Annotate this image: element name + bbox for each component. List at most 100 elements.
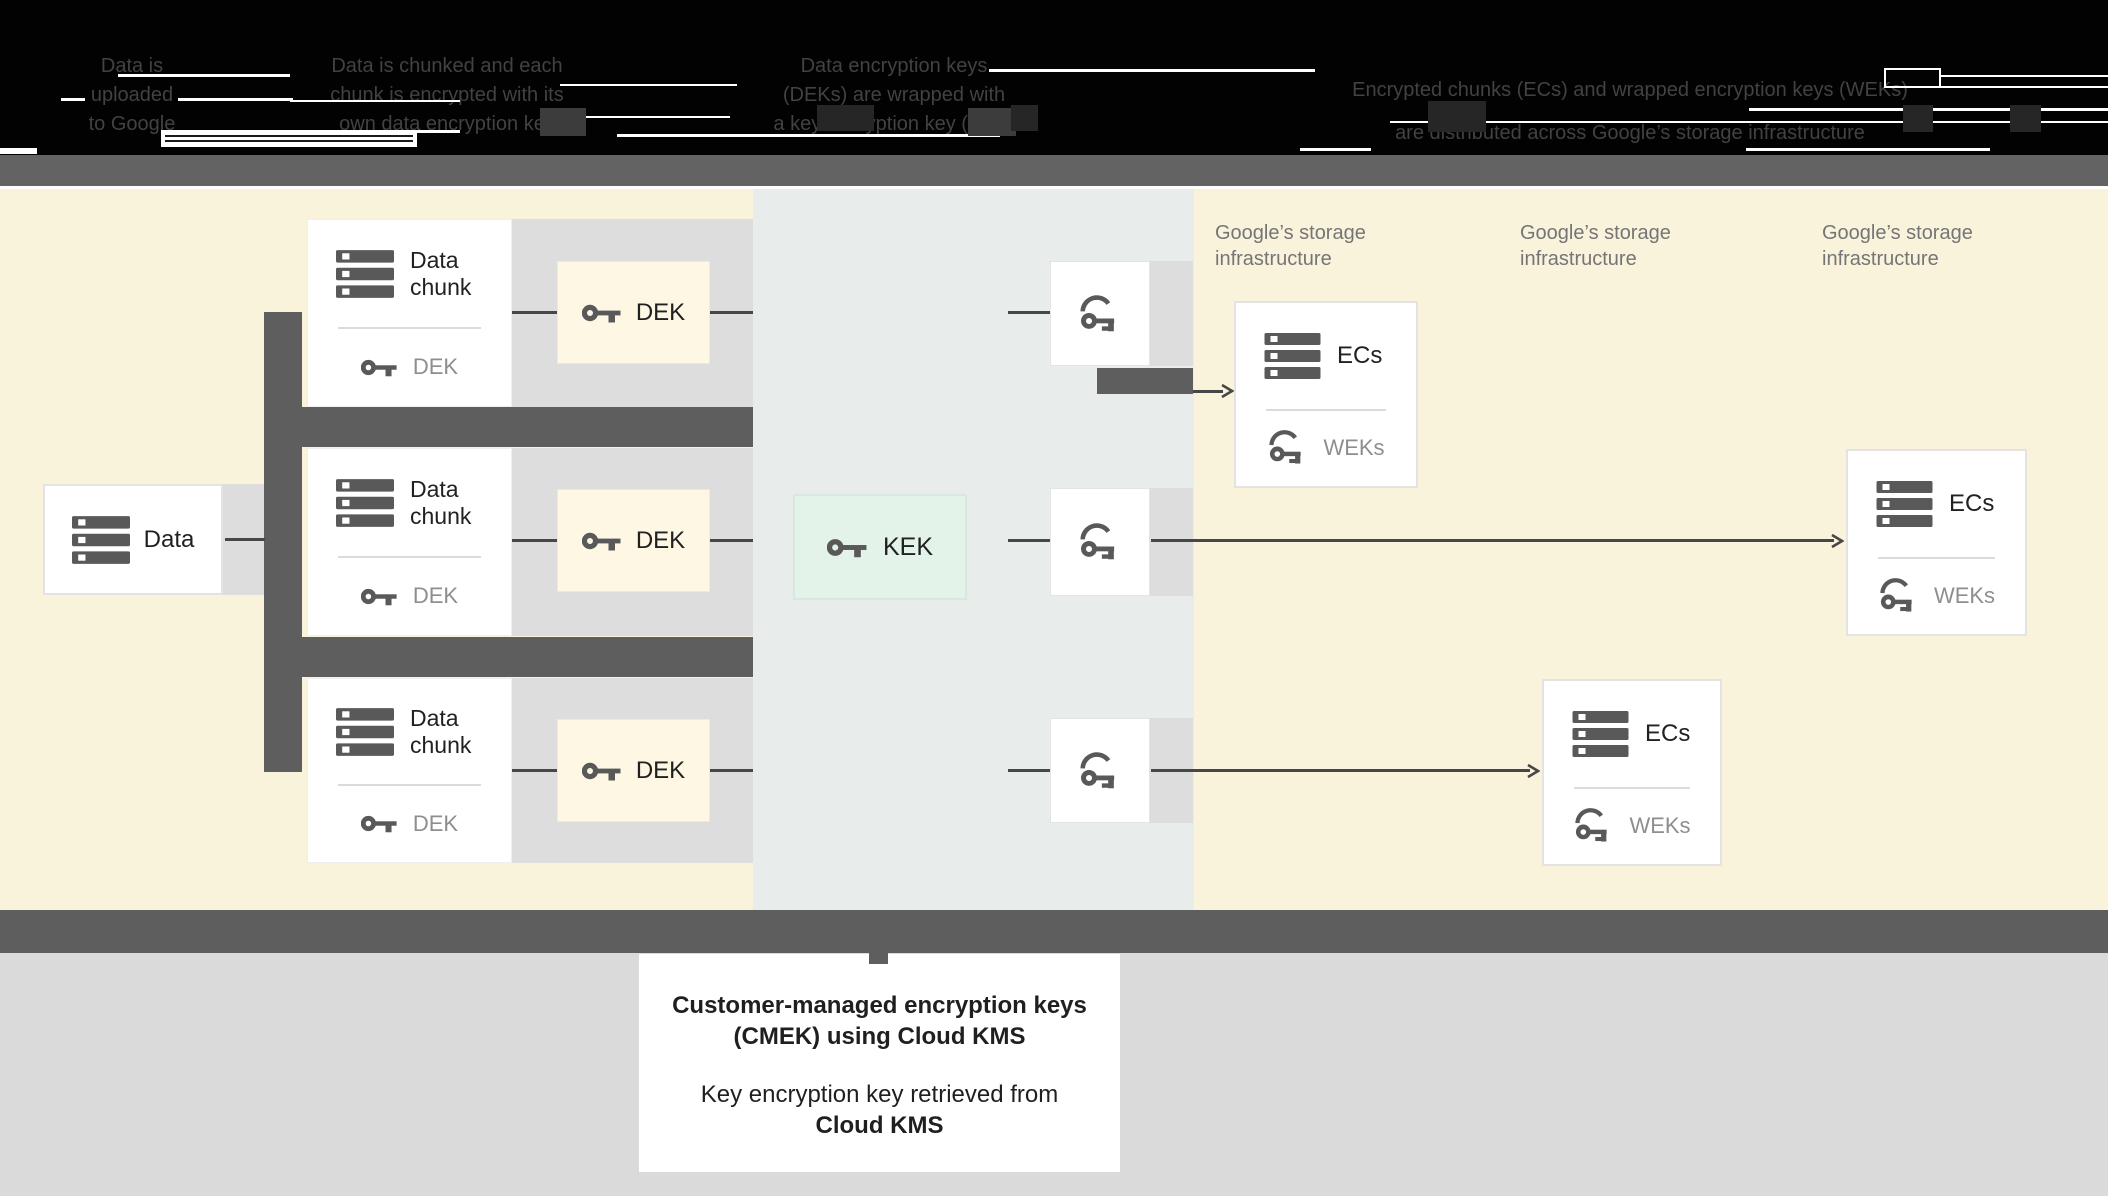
key-icon: [361, 586, 398, 607]
legend-icon-placeholder: [1428, 101, 1486, 132]
connector-line: [710, 769, 753, 772]
bottom-dark-band: [0, 910, 2108, 953]
storage-label-line: infrastructure: [1215, 248, 1332, 270]
data-chunk-header: Data chunk: [308, 449, 511, 556]
legend-line: Data is chunked and each: [331, 55, 563, 77]
legend-artifact-line: [1300, 148, 1371, 151]
wrapped-key-icon: [1267, 430, 1308, 465]
legend-artifact-line: [290, 100, 460, 102]
legend-line: Data encryption keys: [800, 55, 988, 77]
storage-infrastructure-label: Google’s storage infrastructure: [1215, 220, 1405, 272]
legend-line: uploaded: [90, 84, 174, 106]
arrow-line: [1151, 539, 1834, 542]
legend-icon-placeholder: [1011, 105, 1038, 131]
legend-line: (DEKs) are wrapped with: [782, 84, 1006, 106]
wrapped-key-icon: [1573, 808, 1614, 843]
legend-artifact-outline: [1884, 68, 1941, 88]
arrow-line: [1193, 390, 1223, 393]
legend-artifact-line: [560, 84, 737, 86]
data-chunk-key-row: DEK: [308, 786, 511, 861]
legend-artifact-line: [1941, 86, 2108, 88]
dek-box: DEK: [557, 489, 710, 592]
wrapped-key-node: [1050, 488, 1150, 596]
encrypted-chunk-box: ECs WEKs: [1846, 449, 2027, 636]
database-icon: [336, 250, 394, 298]
dek-box: DEK: [557, 261, 710, 364]
legend-artifact-rect-line: [165, 140, 413, 142]
key-icon: [827, 536, 868, 559]
data-chunk-label: Data chunk: [410, 475, 472, 529]
top-gray-band: [0, 155, 2108, 186]
legend-line: to Google: [88, 113, 176, 135]
legend-line: Data is: [100, 55, 164, 77]
ecs-label: ECs: [1337, 342, 1383, 369]
legend-artifact-line: [118, 74, 290, 77]
data-chunk-box: Data chunk DEK: [307, 678, 512, 863]
data-box: Data: [43, 484, 223, 595]
storage-label-line: Google’s storage: [1215, 222, 1366, 244]
legend-line: own data encryption key: [339, 113, 555, 135]
legend-icon-placeholder: [540, 108, 586, 136]
cmek-note-body-bold: Cloud KMS: [815, 1112, 944, 1139]
legend-line: chunk is encrypted with its: [330, 84, 564, 106]
connector-line: [1008, 311, 1050, 314]
cmek-note-title-line2: (CMEK) using Cloud KMS: [733, 1023, 1026, 1050]
legend-item-distribution-line2: are distributed across Google’s storage …: [1395, 122, 1865, 144]
branch-band: [264, 407, 753, 447]
weks-row: WEKs: [1544, 789, 1720, 862]
wrapped-key-icon: [1078, 523, 1122, 561]
legend-icon-placeholder: [2010, 105, 2041, 132]
wek-connector-bar: [1097, 368, 1193, 394]
data-chunk-header: Data chunk: [308, 679, 511, 784]
box-divider: [338, 327, 481, 329]
weks-sublabel: WEKs: [1629, 812, 1691, 838]
storage-label-line: infrastructure: [1520, 248, 1637, 270]
data-chunk-header: Data chunk: [308, 220, 511, 327]
storage-label-line: infrastructure: [1822, 248, 1939, 270]
dek-box-label: DEK: [635, 526, 686, 554]
cmek-note-box: Customer-managed encryption keys (CMEK) …: [639, 954, 1120, 1172]
ecs-label: ECs: [1645, 720, 1691, 747]
key-icon: [361, 357, 398, 378]
box-divider: [1878, 557, 1995, 559]
cmek-note-title-line1: Customer-managed encryption keys: [672, 992, 1087, 1019]
wrapped-key-icon: [1878, 578, 1919, 613]
database-icon: [1572, 711, 1629, 757]
wrapped-key-node: [1050, 718, 1150, 823]
connector-line: [1008, 539, 1050, 542]
connector-band: [1150, 488, 1193, 596]
legend-artifact-rect-line: [165, 135, 413, 137]
key-icon: [582, 302, 622, 324]
ecs-header: ECs: [1236, 303, 1416, 409]
database-icon: [336, 479, 394, 527]
storage-infrastructure-label: Google’s storage infrastructure: [1520, 220, 1710, 272]
data-chunk-label: Data chunk: [410, 246, 472, 300]
connector-line: [1008, 769, 1050, 772]
connector-line: [512, 769, 557, 772]
legend-item-upload: Data is uploaded to Google: [32, 52, 232, 139]
note-connector-stub: [869, 948, 888, 964]
dek-box-label: DEK: [635, 756, 686, 784]
arrow-line: [1151, 769, 1530, 772]
ecs-header: ECs: [1544, 681, 1720, 787]
weks-sublabel: WEKs: [1933, 582, 1996, 608]
data-chunk-label: Data chunk: [410, 704, 472, 758]
ecs-header: ECs: [1848, 451, 2025, 557]
legend-artifact-line: [61, 98, 85, 101]
database-icon: [72, 516, 130, 564]
legend-artifact-line: [560, 116, 730, 118]
legend-artifact-line: [1746, 148, 1990, 151]
diagram-canvas: Data Data chunk DEK Data chunk DEK: [0, 189, 2108, 910]
legend-artifact-line: [617, 134, 1000, 137]
dek-sublabel: DEK: [412, 583, 459, 608]
storage-label-line: Google’s storage: [1520, 222, 1671, 244]
wrapped-key-icon: [1078, 295, 1122, 333]
database-icon: [1264, 333, 1321, 379]
encrypted-chunk-box: ECs WEKs: [1542, 679, 1722, 866]
data-chunk-key-row: DEK: [308, 329, 511, 405]
key-icon: [582, 530, 622, 552]
legend-icon-placeholder: [968, 108, 1016, 136]
branch-band: [264, 637, 753, 677]
branch-trunk: [264, 312, 302, 772]
